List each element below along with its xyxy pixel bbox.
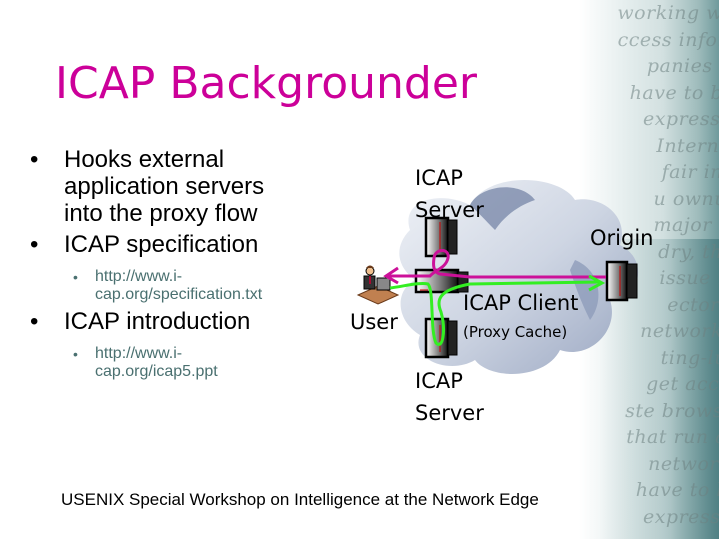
handwriting-line: ting-lu: [660, 346, 719, 369]
user-workstation-icon: [356, 265, 400, 305]
bullet-dot: •: [30, 231, 39, 258]
label-line: Server: [415, 198, 484, 222]
handwriting-line: ste brows: [625, 399, 719, 422]
bullet-dot: •: [30, 308, 39, 335]
icap-client-label: ICAP Client: [463, 291, 579, 315]
sub-bullet-dot: •: [73, 346, 78, 362]
request-flow-arrow: [389, 280, 601, 346]
handwriting-line: have to l: [635, 479, 719, 501]
handwriting-line: working w: [617, 2, 719, 24]
link-text-line[interactable]: cap.org/specification.txt: [95, 286, 263, 303]
response-arrowhead: [383, 266, 399, 285]
sub-bullet-dot: •: [73, 269, 78, 285]
handwriting-line: expressi: [642, 108, 719, 130]
bullet-text: ICAP introduction: [64, 308, 251, 335]
bullet-text-line: into the proxy flow: [64, 200, 258, 227]
slide-title: ICAP Backgrounder: [55, 58, 477, 109]
request-arrowhead: [588, 274, 606, 292]
label-line: ICAP: [415, 166, 463, 190]
link-text-line[interactable]: cap.org/icap5.ppt: [95, 363, 218, 380]
response-flow-arrow: [388, 249, 606, 279]
origin-server-icon: [605, 260, 638, 302]
handwriting-line: u ownu: [653, 187, 719, 210]
label-line: Server: [415, 401, 484, 425]
bullet-text-line: Hooks external: [64, 146, 225, 173]
bullet-text: ICAP specification: [64, 231, 259, 258]
handwriting-line: network: [640, 320, 719, 342]
label-line: ICAP: [415, 369, 463, 393]
icap-server-bottom-label: ICAP Server: [415, 365, 484, 429]
icap-server-top-icon: [424, 216, 458, 258]
slide-footer: USENIX Special Workshop on Intelligence …: [61, 490, 539, 509]
handwriting-line: major b: [653, 214, 719, 236]
handwriting-line: issue r: [659, 267, 719, 289]
handwriting-line: expressi: [642, 505, 719, 528]
handwriting-line: panies a: [646, 55, 719, 77]
link-introduction[interactable]: • http://www.i- cap.org/icap5.ppt: [30, 345, 330, 381]
bullet-dot: •: [30, 146, 39, 173]
user-label: User: [350, 310, 398, 334]
icap-server-top-label: ICAP Server: [415, 162, 484, 226]
proxy-cache-label: (Proxy Cache): [463, 323, 568, 341]
origin-label: Origin: [590, 226, 654, 250]
handwriting-line: ectory: [667, 293, 719, 316]
handwriting-line: get acce: [646, 373, 719, 395]
bullet-text-line: application servers: [64, 173, 265, 200]
link-specification[interactable]: • http://www.i- cap.org/specification.tx…: [30, 268, 330, 304]
link-text-line[interactable]: http://www.i-: [95, 345, 183, 362]
handwriting-line: dry, th: [658, 240, 719, 263]
handwriting-line: network: [648, 452, 719, 475]
link-text-line[interactable]: http://www.i-: [95, 268, 183, 285]
bullet-icap-specification: • ICAP specification: [30, 231, 330, 258]
bullet-icap-introduction: • ICAP introduction: [30, 308, 330, 335]
handwriting-line: that run a: [626, 426, 719, 448]
bullet-hooks: • Hooks external application servers int…: [30, 146, 330, 227]
handwriting-line: Interne: [656, 134, 719, 157]
bullet-list: • Hooks external application servers int…: [30, 146, 330, 385]
handwriting-line: fair in: [661, 161, 719, 183]
handwriting-line: ccess infor: [617, 28, 719, 51]
handwriting-line: have to b: [629, 81, 719, 104]
